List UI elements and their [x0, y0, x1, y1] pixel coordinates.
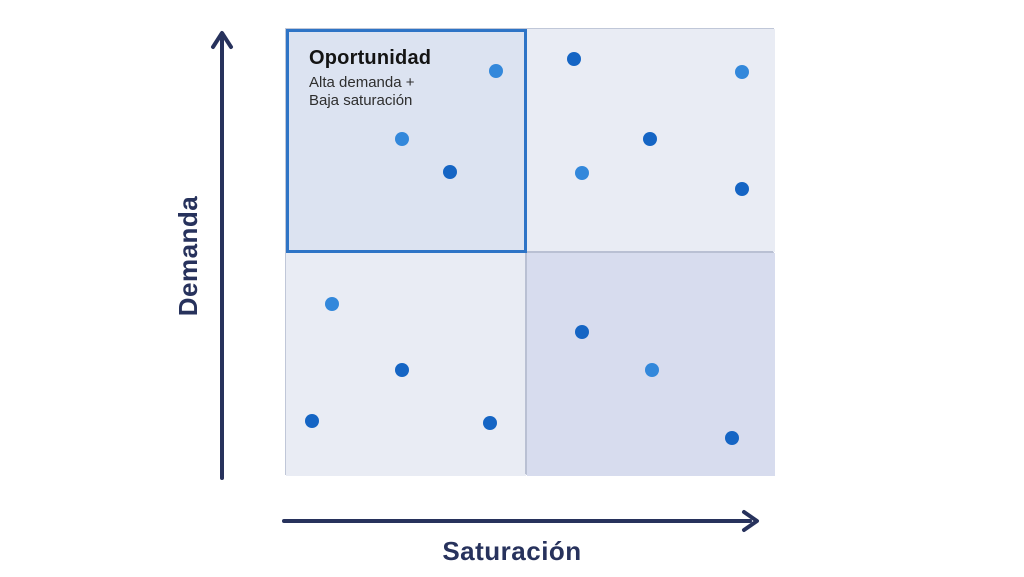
data-point — [395, 363, 410, 378]
data-point — [735, 182, 750, 197]
data-point — [644, 363, 659, 378]
data-point — [566, 51, 581, 66]
data-point — [735, 64, 750, 79]
data-point — [324, 296, 339, 311]
y-axis-arrow-icon — [211, 31, 233, 49]
quadrant-subtitle: Alta demanda + Baja saturación — [309, 74, 431, 111]
data-point — [304, 414, 319, 429]
quadrant-grid: Oportunidad Alta demanda + Baja saturaci… — [285, 28, 775, 476]
data-point — [643, 132, 658, 147]
x-axis-label: Saturación — [442, 536, 582, 566]
data-point — [443, 165, 458, 180]
data-point — [725, 430, 740, 445]
quadrant-subtitle-line-2: Baja saturación — [309, 92, 413, 110]
quadrant-title: Oportunidad — [309, 47, 432, 69]
data-point — [574, 324, 589, 339]
horizontal-divider — [286, 251, 773, 253]
quadrant-subtitle-line-1: Alta demanda + — [309, 74, 415, 91]
data-point — [488, 63, 503, 78]
quadrant-caption: Oportunidad Alta demanda + Baja saturaci… — [309, 47, 431, 111]
points-layer — [286, 29, 773, 474]
data-point — [574, 166, 589, 181]
data-point — [395, 132, 410, 147]
y-axis-label: Demanda — [173, 195, 203, 317]
data-point — [483, 416, 498, 431]
x-axis-arrow-icon — [742, 510, 759, 532]
